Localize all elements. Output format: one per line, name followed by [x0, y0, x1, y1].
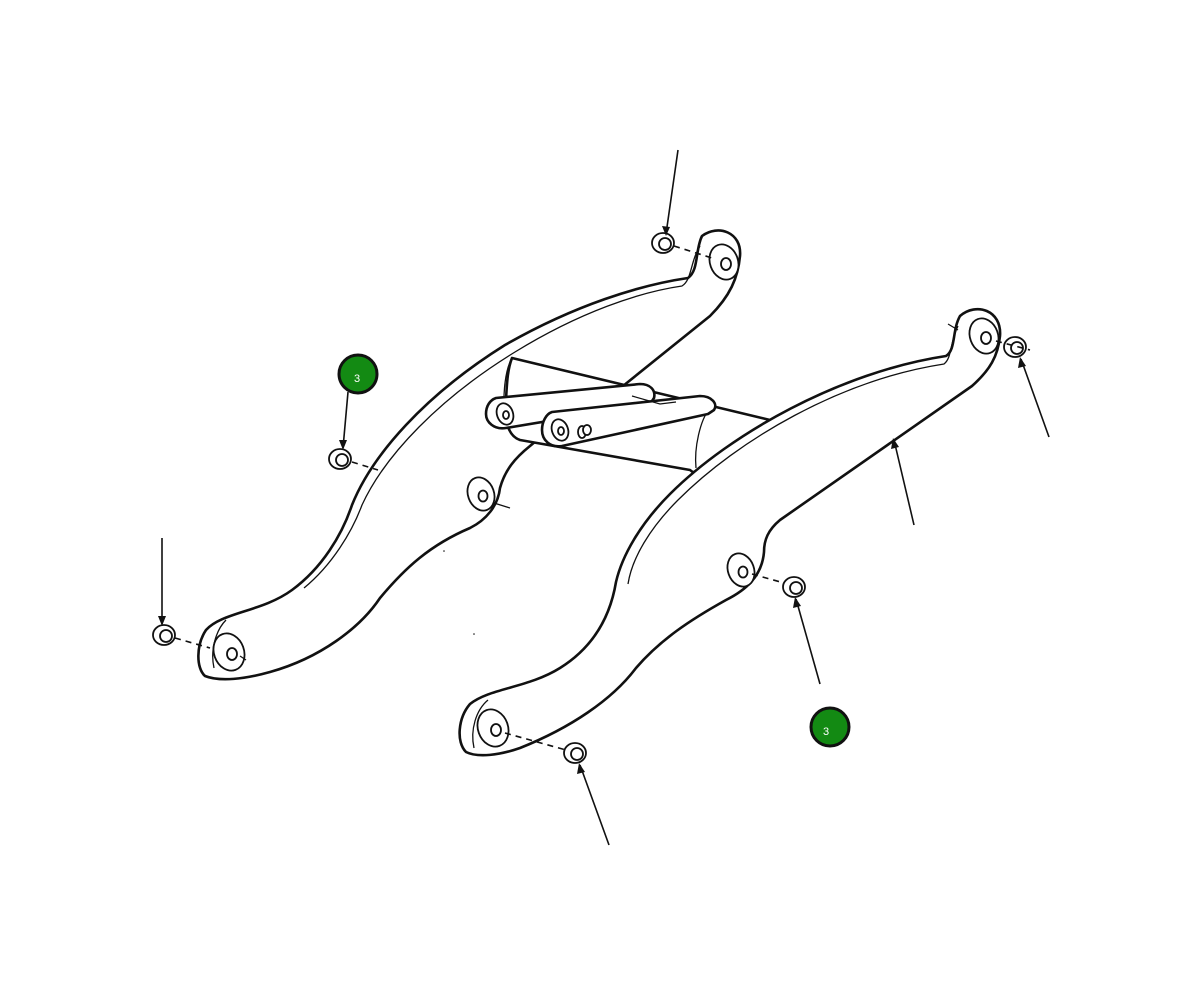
nut-upper-left-arm	[651, 232, 675, 254]
callout-circle	[337, 353, 379, 395]
right-lift-arm	[458, 307, 1002, 757]
callout-marker[interactable]: 3	[809, 706, 851, 748]
leader-lines	[158, 149, 1050, 846]
nut-right-lower	[563, 742, 587, 764]
assembly-lines	[174, 245, 1031, 751]
callout-marker[interactable]: 3	[337, 353, 379, 395]
callout-label: 3	[354, 373, 360, 385]
speck-mark	[473, 633, 475, 635]
cylinder-mount-bracket-rear	[484, 382, 656, 430]
nut-left-mid	[328, 448, 352, 470]
cylinder-mount-bracket-front	[540, 394, 717, 448]
left-lift-arm	[197, 229, 742, 681]
nut-right-mid	[782, 576, 806, 598]
nut-left-lower	[152, 624, 176, 646]
callout-circle	[809, 706, 851, 748]
speck-mark	[443, 550, 445, 552]
nut-right-upper	[1003, 336, 1027, 358]
callout-label: 3	[823, 726, 829, 738]
